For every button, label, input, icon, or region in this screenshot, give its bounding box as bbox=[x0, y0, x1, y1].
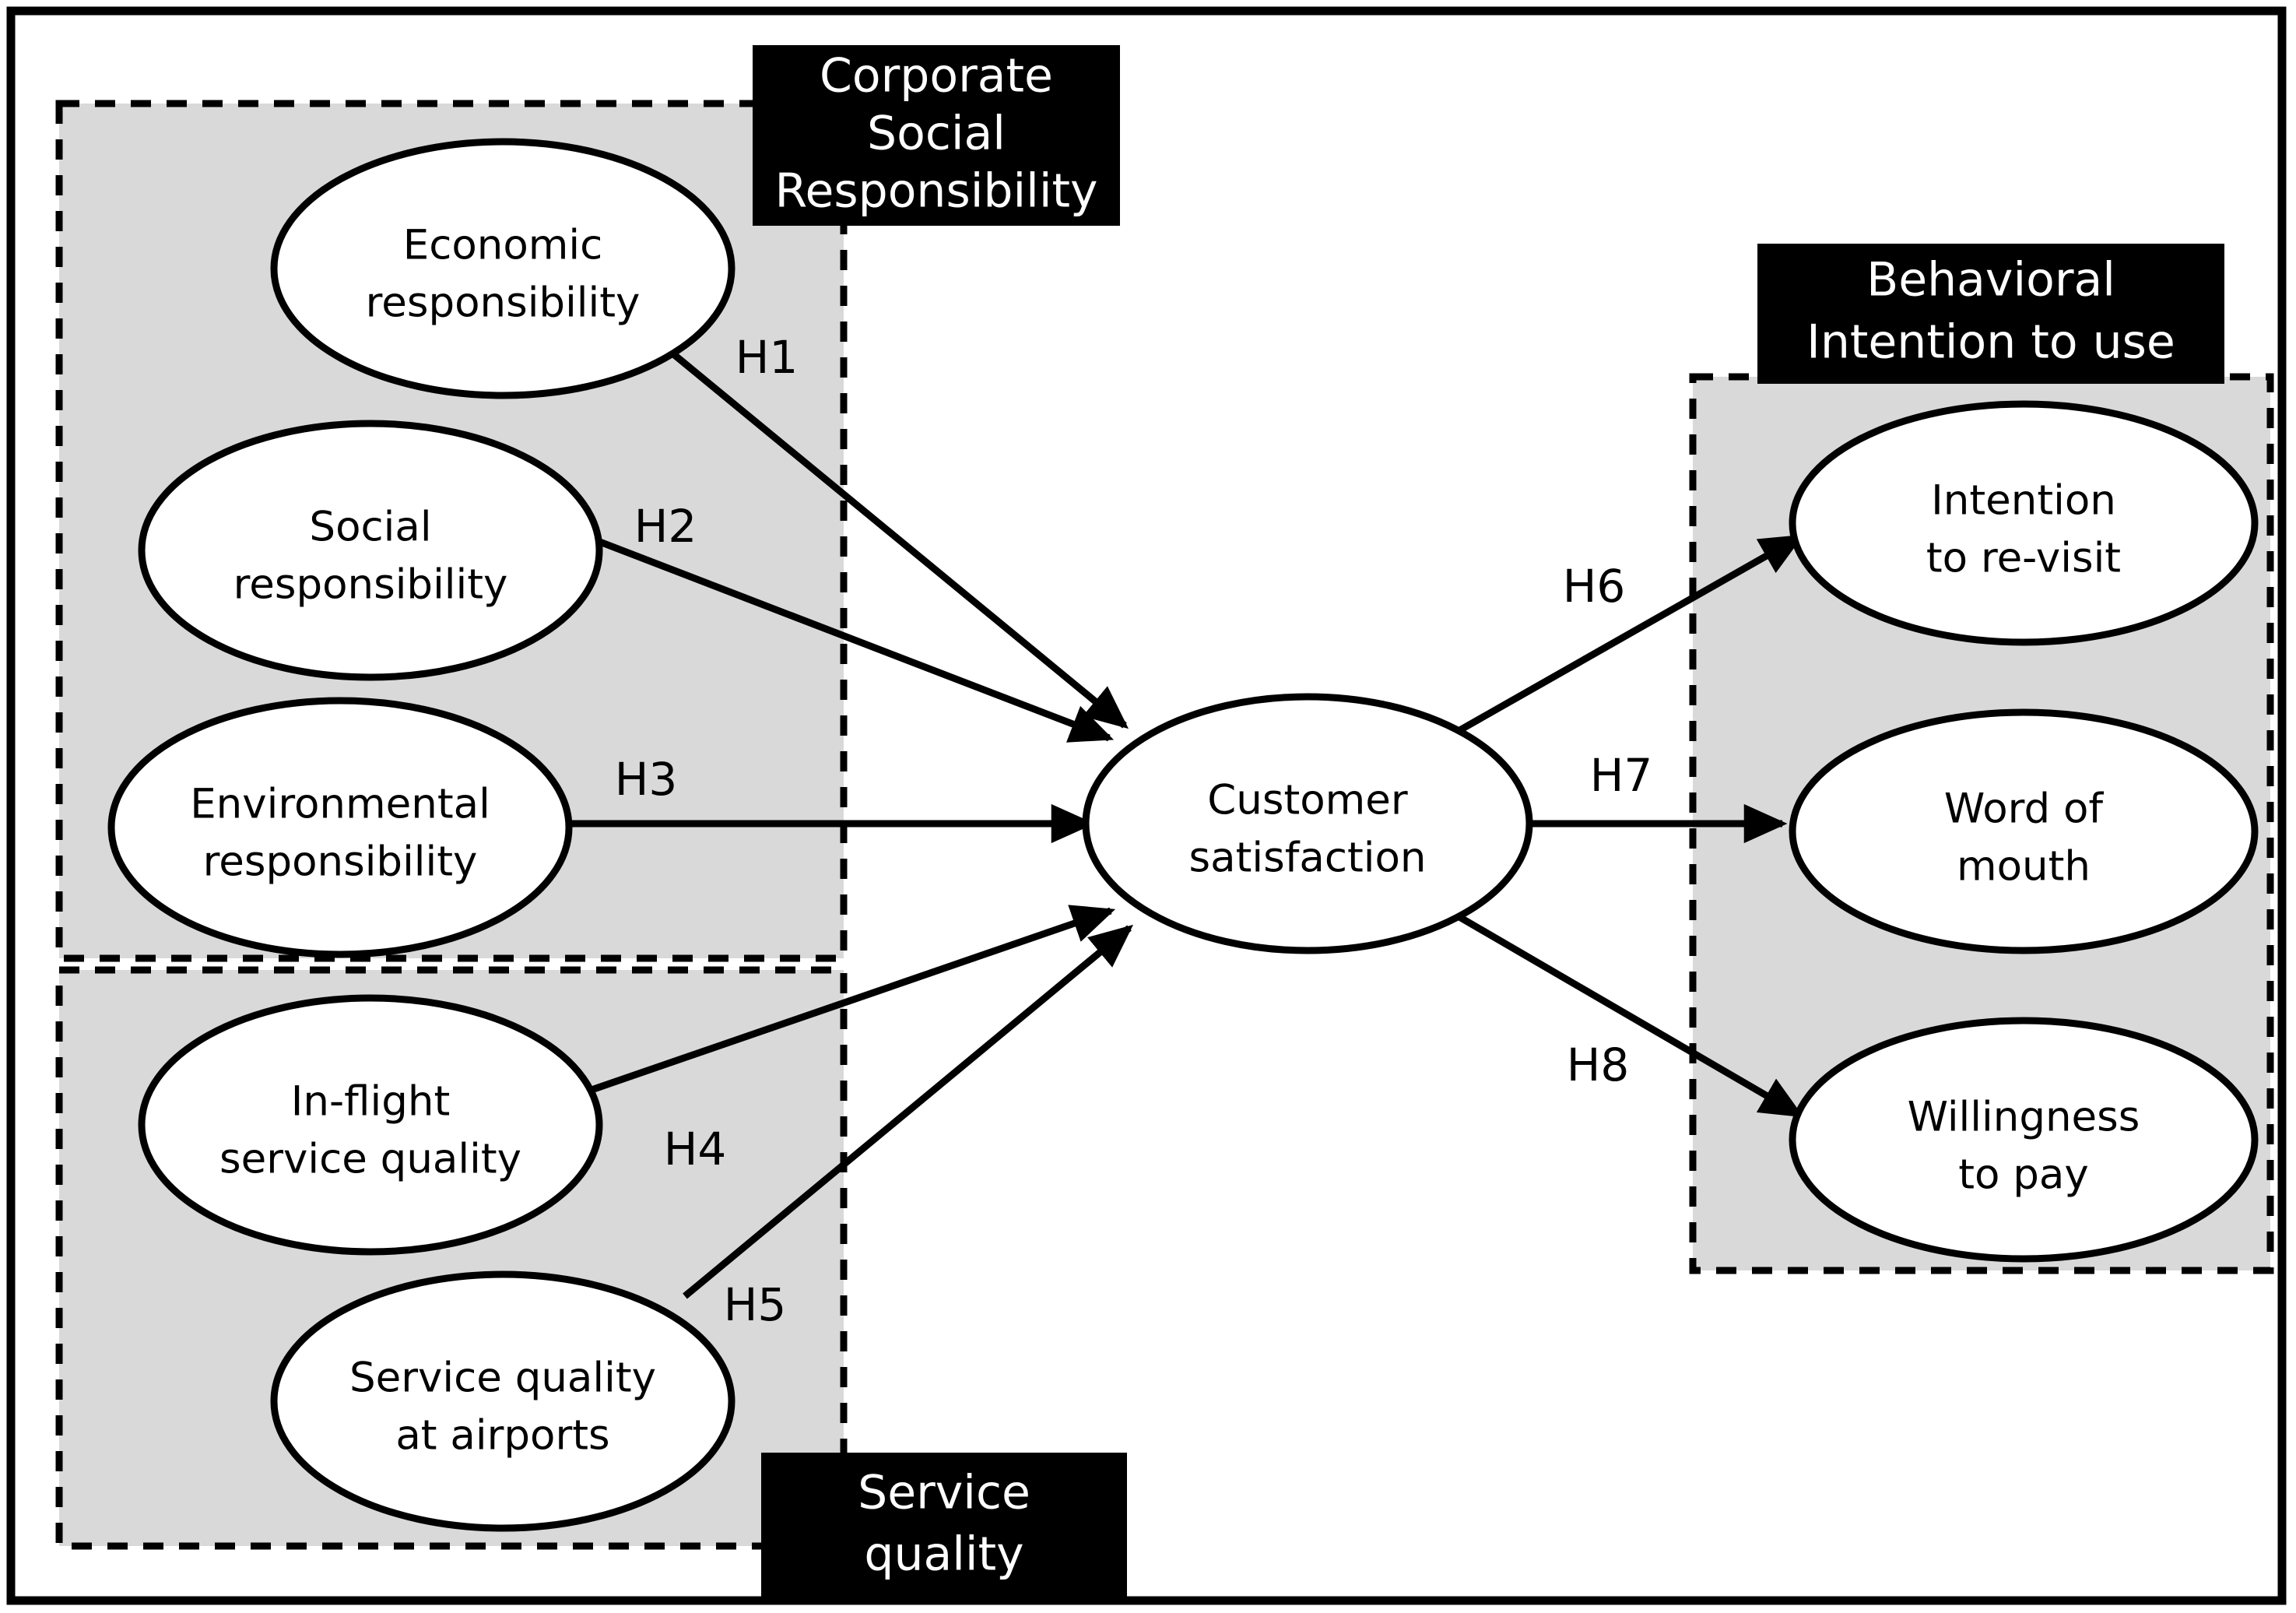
edge-h2 bbox=[586, 533, 1115, 743]
node-label-line2: responsibility bbox=[233, 561, 508, 609]
node-ellipse bbox=[270, 138, 735, 399]
hypothesis-label-h5: H5 bbox=[724, 1278, 787, 1331]
group-header-behavioral-intention: Behavioral Intention to use bbox=[1757, 244, 2224, 384]
edge-h8 bbox=[1453, 912, 1804, 1118]
hypothesis-label-h4: H4 bbox=[664, 1123, 727, 1175]
node-ellipse bbox=[138, 994, 603, 1256]
node-label-line2: to pay bbox=[1958, 1151, 2089, 1199]
node-ellipse bbox=[1789, 400, 2259, 646]
hypothesis-label-h3: H3 bbox=[615, 753, 678, 806]
node-label-line2: satisfaction bbox=[1188, 835, 1426, 882]
node-label-line1: Service quality bbox=[349, 1355, 656, 1402]
group-header-line1: Service bbox=[858, 1466, 1030, 1520]
node-label-line1: In-flight bbox=[291, 1078, 450, 1126]
node-service-quality-at-airports[interactable]: Service quality at airports bbox=[270, 1270, 735, 1532]
node-label-line1: Willingness bbox=[1908, 1094, 2140, 1141]
node-label-line1: Customer bbox=[1207, 777, 1408, 824]
group-header-corporate-social-responsibility: Corporate Social Responsibility bbox=[753, 45, 1120, 226]
node-label-line2: service quality bbox=[219, 1136, 521, 1183]
node-ellipse bbox=[107, 697, 573, 958]
edge-h6 bbox=[1455, 534, 1804, 735]
node-ellipse bbox=[138, 420, 603, 681]
node-environmental-responsibility[interactable]: Environmental responsibility bbox=[107, 697, 573, 958]
node-word-of-mouth[interactable]: Word of mouth bbox=[1789, 708, 2259, 954]
group-header-line1: Behavioral bbox=[1866, 253, 2115, 307]
hypothesis-label-h7: H7 bbox=[1590, 749, 1653, 802]
node-social-responsibility[interactable]: Social responsibility bbox=[138, 420, 603, 681]
node-customer-satisfaction[interactable]: Customer satisfaction bbox=[1082, 693, 1533, 954]
node-label-line2: responsibility bbox=[366, 279, 641, 327]
node-label-line1: Economic bbox=[403, 222, 603, 269]
group-header-box bbox=[1757, 244, 2224, 384]
node-ellipse bbox=[1082, 693, 1533, 954]
node-label-line1: Word of bbox=[1944, 785, 2105, 833]
node-label-line1: Social bbox=[309, 504, 431, 551]
edge-h5 bbox=[683, 924, 1134, 1299]
hypothesis-label-h1: H1 bbox=[735, 331, 799, 384]
hypothesis-label-h6: H6 bbox=[1563, 560, 1626, 613]
edge-h1 bbox=[648, 332, 1129, 729]
group-header-line3: Responsibility bbox=[774, 164, 1097, 219]
node-ellipse bbox=[1789, 1017, 2259, 1263]
edge-h4 bbox=[590, 905, 1116, 1094]
group-header-box bbox=[761, 1453, 1127, 1604]
hypothesis-label-h2: H2 bbox=[634, 500, 697, 553]
node-label-line2: responsibility bbox=[203, 838, 478, 886]
node-willingness-to-pay[interactable]: Willingness to pay bbox=[1789, 1017, 2259, 1263]
node-ellipse bbox=[1789, 708, 2259, 954]
node-economic-responsibility[interactable]: Economic responsibility bbox=[270, 138, 735, 399]
node-label-line2: to re-visit bbox=[1926, 535, 2121, 582]
node-label-line2: at airports bbox=[395, 1412, 609, 1460]
hypothesis-label-h8: H8 bbox=[1567, 1038, 1630, 1091]
group-header-line1: Corporate bbox=[820, 49, 1053, 104]
node-in-flight-service-quality[interactable]: In-flight service quality bbox=[138, 994, 603, 1256]
node-label-line2: mouth bbox=[1957, 843, 2091, 891]
group-header-service-quality: Service quality bbox=[761, 1453, 1127, 1604]
group-header-line2: quality bbox=[864, 1527, 1023, 1582]
node-ellipse bbox=[270, 1270, 735, 1532]
figure-outer-frame bbox=[6, 6, 2287, 1605]
node-intention-to-re-visit[interactable]: Intention to re-visit bbox=[1789, 400, 2259, 646]
group-header-line2: Social bbox=[867, 107, 1006, 161]
group-header-line2: Intention to use bbox=[1806, 315, 2175, 370]
group-header-box bbox=[753, 45, 1120, 226]
node-label-line1: Intention bbox=[1931, 477, 2116, 525]
node-label-line1: Environmental bbox=[190, 781, 490, 828]
